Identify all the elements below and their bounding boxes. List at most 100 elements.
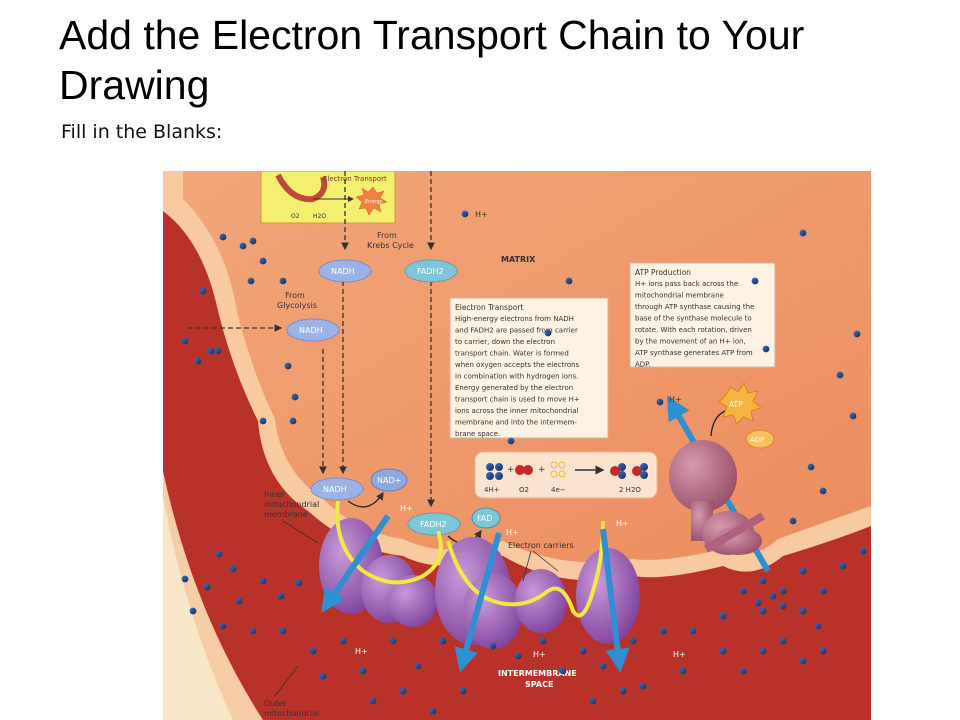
- etc-box-line: ions across the inner mitochondrial: [455, 407, 578, 415]
- from-glycolysis-1: From: [285, 291, 305, 300]
- hydrogen-ion: [799, 607, 807, 615]
- from-glycolysis-2: Glycolysis: [277, 301, 317, 310]
- electron-carriers-label: Electron carriers: [508, 541, 574, 550]
- hydrogen-ion: [799, 229, 807, 237]
- adp-oval: [745, 429, 775, 449]
- hydrogen-ion: [839, 562, 847, 570]
- etc-box-line: when oxygen accepts the electrons: [455, 361, 580, 369]
- hydrogen-ion: [247, 277, 255, 285]
- energy-burst-icon: [355, 186, 388, 216]
- hydrogen-ion: [819, 487, 827, 495]
- etc-box-line: Energy generated by the electron: [455, 384, 573, 392]
- hydrogen-ion: [814, 622, 822, 630]
- svg-text:4H+: 4H+: [484, 486, 500, 494]
- hydrogen-ion: [629, 637, 637, 645]
- from-krebs-2: Krebs Cycle: [367, 241, 414, 250]
- inset-label: Electron Transport: [323, 175, 387, 183]
- atp-box-line: H+ ions pass back across the: [635, 280, 738, 288]
- hydrogen-ion: [819, 587, 827, 595]
- hydrogen-ion: [429, 707, 437, 715]
- hydrogen-ion: [359, 667, 367, 675]
- hydrogen-ion: [219, 233, 227, 241]
- hydrogen-ion: [249, 627, 257, 635]
- hydrogen-ion: [751, 277, 759, 285]
- hydrogen-ion: [689, 627, 697, 635]
- hydrogen-ion: [207, 347, 215, 355]
- atp-box-line: through ATP synthase causing the: [635, 303, 754, 311]
- matrix-label: MATRIX: [501, 255, 536, 264]
- hplus-top: H+: [475, 210, 488, 219]
- nad-plus-label: NAD+: [377, 476, 401, 485]
- adp-label: ADP: [750, 436, 764, 444]
- svg-text:4e−: 4e−: [551, 486, 566, 494]
- hydrogen-ion: [719, 647, 727, 655]
- hydrogen-ion: [239, 242, 247, 250]
- hydrogen-ion: [679, 667, 687, 675]
- atp-text-box: ATP Production H+ ions pass back across …: [629, 262, 776, 369]
- hydrogen-ion: [291, 393, 299, 401]
- hydrogen-ion: [181, 575, 189, 583]
- hydrogen-ion: [507, 437, 515, 445]
- hydrogen-ion: [759, 577, 767, 585]
- hydrogen-ion: [789, 517, 797, 525]
- hydrogen-ion: [194, 357, 202, 365]
- hydrogen-ion: [836, 371, 844, 379]
- hydrogen-ion: [461, 210, 469, 218]
- hydrogen-ion: [853, 330, 861, 338]
- hydrogen-ion: [459, 687, 467, 695]
- hydrogen-ion: [259, 417, 267, 425]
- svg-text:H+: H+: [669, 395, 682, 404]
- hydrogen-ion: [181, 337, 189, 345]
- hydrogen-ion: [859, 547, 867, 555]
- hydrogen-ion: [295, 579, 303, 587]
- hydrogen-ion: [277, 592, 285, 600]
- atp-box-line: rotate. With each rotation, driven: [635, 326, 752, 334]
- nad-plus-oval: [370, 468, 408, 492]
- hydrogen-ion: [399, 687, 407, 695]
- reaction-box: + + 4H+ O2 4e− 2 H2O: [474, 451, 658, 499]
- hydrogen-ion: [819, 647, 827, 655]
- hydrogen-ion: [659, 627, 667, 635]
- hydrogen-ion: [259, 577, 267, 585]
- hydrogen-ion: [579, 647, 587, 655]
- hydrogen-ion: [319, 672, 327, 680]
- svg-text:H+: H+: [506, 528, 519, 537]
- hydrogen-ion: [259, 257, 267, 265]
- nadh-burst-membrane: NADH: [310, 477, 364, 501]
- hydrogen-ion: [544, 329, 552, 337]
- hydrogen-ion: [189, 607, 197, 615]
- hydrogen-ion: [229, 565, 237, 573]
- etc-text-box: Electron Transport High-energy electrons…: [449, 297, 609, 439]
- hydrogen-ion: [799, 657, 807, 665]
- etc-box-line: brane space.: [455, 430, 500, 438]
- svg-text:NADH: NADH: [323, 485, 347, 494]
- svg-text:NADH: NADH: [331, 267, 355, 276]
- hydrogen-ion: [769, 592, 777, 600]
- atp-box-line: ADP.: [635, 361, 651, 369]
- fadh2-burst: FADH2: [404, 259, 458, 283]
- hydrogen-ion: [599, 662, 607, 670]
- svg-text:+: +: [538, 465, 546, 475]
- inner-membrane-label-2: mitochondrial: [264, 500, 319, 509]
- inset-o2: O2: [291, 213, 300, 220]
- hydrogen-ion: [639, 682, 647, 690]
- svg-text:FADH2: FADH2: [420, 520, 447, 529]
- hydrogen-ion: [309, 647, 317, 655]
- svg-text:2 H2O: 2 H2O: [619, 486, 641, 494]
- inset-h2o: H2O: [313, 213, 326, 220]
- hydrogen-ion: [279, 627, 287, 635]
- hydrogen-ion: [289, 417, 297, 425]
- svg-text:NADH: NADH: [299, 326, 323, 335]
- hydrogen-ion: [754, 599, 762, 607]
- svg-text:H+: H+: [400, 504, 413, 513]
- atp-box-line: by the movement of an H+ ion,: [635, 338, 746, 346]
- atp-synthase: [669, 440, 766, 555]
- hydrogen-ion: [779, 587, 787, 595]
- atp-box-line: mitochondrial membrane: [635, 292, 724, 300]
- hydrogen-ion: [807, 463, 815, 471]
- hydrogen-ion: [414, 662, 422, 670]
- outer-membrane-label-2: mitochondrial: [264, 709, 319, 718]
- atp-box-line: base of the synthase molecule to: [635, 315, 752, 323]
- nadh-burst-glycolysis: NADH: [286, 318, 340, 342]
- svg-text:H+: H+: [355, 647, 368, 656]
